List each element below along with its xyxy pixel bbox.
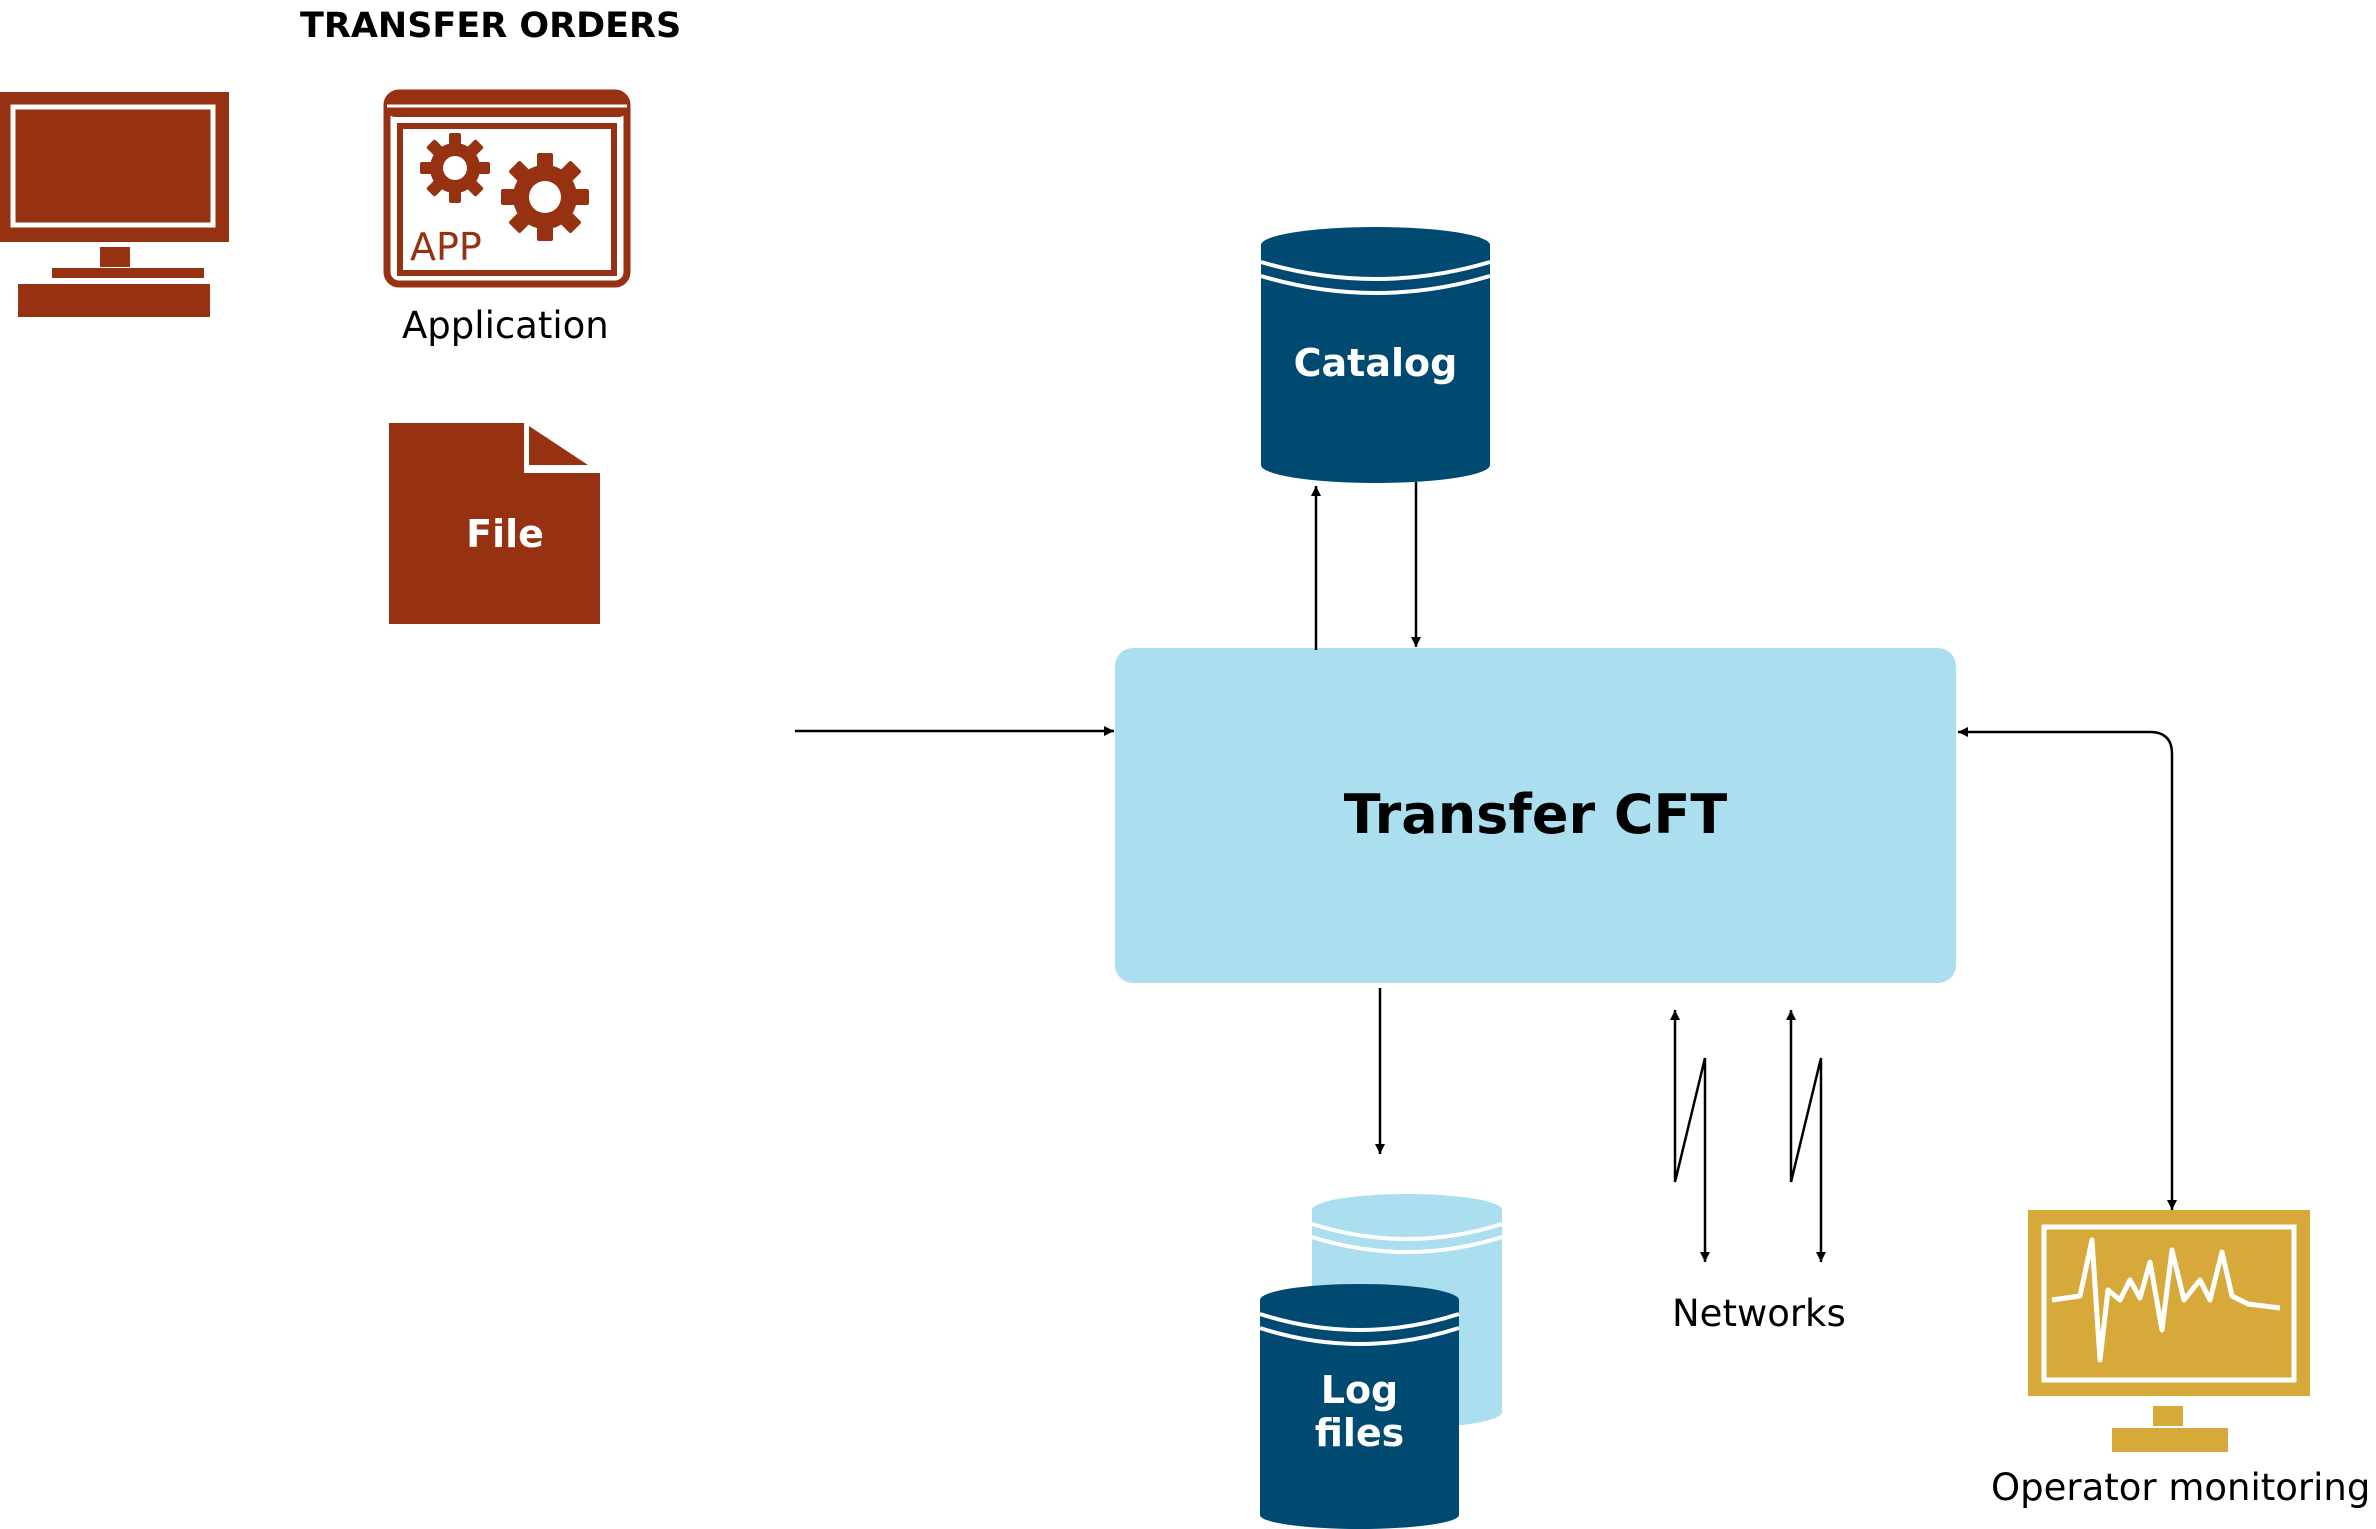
connectors bbox=[795, 482, 2177, 1262]
application-gears-icon: APP bbox=[383, 89, 631, 288]
application-label: Application bbox=[402, 304, 609, 347]
transfer-cft-box bbox=[1115, 648, 1956, 983]
log-files-label-line1: Log bbox=[1320, 1368, 1399, 1412]
monitoring-screen-icon bbox=[2028, 1210, 2310, 1452]
arrow-network-2 bbox=[1786, 1010, 1826, 1262]
file-label: File bbox=[466, 512, 544, 556]
networks-label: Networks bbox=[1672, 1292, 1846, 1335]
log-files-label-line2: files bbox=[1314, 1411, 1405, 1455]
operator-monitoring-label: Operator monitoring bbox=[1991, 1466, 2371, 1509]
arrow-cft-operator bbox=[1958, 727, 2177, 1210]
catalog-label: Catalog bbox=[1293, 341, 1458, 385]
desktop-monitor-icon bbox=[0, 92, 229, 317]
transfer-orders-heading: TRANSFER ORDERS bbox=[300, 6, 682, 46]
transfer-cft-label: Transfer CFT bbox=[1343, 783, 1728, 846]
log-files-database-icon bbox=[1259, 1194, 1503, 1529]
app-icon-text: APP bbox=[410, 225, 482, 269]
arrow-network-1 bbox=[1670, 1010, 1710, 1262]
file-icon bbox=[389, 423, 600, 624]
catalog-database-icon bbox=[1260, 227, 1491, 483]
